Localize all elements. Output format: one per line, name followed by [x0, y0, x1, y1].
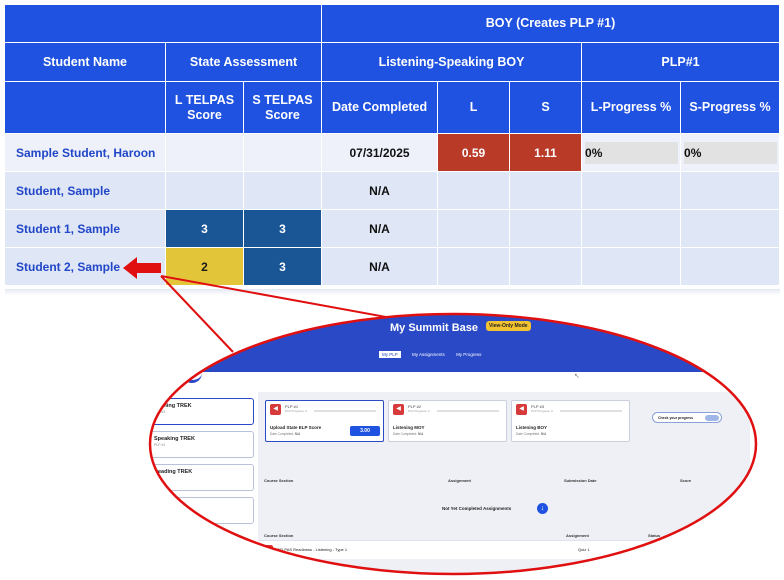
s-telpas-cell: 3	[244, 210, 323, 248]
student-progress-table: BOY (Creates PLP #1) Student Name State …	[5, 5, 781, 286]
tab-my-assignments[interactable]: My Assignments	[412, 352, 445, 357]
s-progress-cell: 0%	[681, 134, 781, 172]
date-completed-cell: 07/31/2025	[322, 134, 439, 172]
plp-progress-bar	[437, 410, 499, 412]
s-progress-value: 0%	[684, 141, 778, 164]
col-status: Status	[648, 533, 661, 538]
l-score-cell	[438, 172, 511, 210]
s-score-cell	[510, 248, 583, 286]
speaker-icon: ◀	[270, 404, 281, 415]
s-score-cell: 1.11	[510, 134, 583, 172]
s-telpas-cell	[244, 172, 323, 210]
s-progress-cell	[681, 210, 781, 248]
plp-progress-bar	[560, 410, 622, 412]
date-completed-cell: N/A	[322, 172, 439, 210]
status-badge	[648, 544, 662, 554]
l-telpas-cell	[166, 172, 244, 210]
header-state-assessment: State Assessment	[166, 43, 323, 82]
plp-progress-bar	[314, 410, 376, 412]
header-student-name: Student Name	[5, 43, 166, 82]
logo-ring-icon	[182, 372, 202, 383]
l-score-cell	[438, 248, 511, 286]
assignment-row[interactable]: ◀ TELPAS Readiness - Listening - Type 1 …	[258, 540, 750, 559]
tab-my-progress[interactable]: My Progress	[456, 352, 482, 357]
summit-title: My Summit Base	[390, 322, 479, 334]
header-l-progress: L-Progress %	[582, 82, 682, 134]
table-row: Student 2, Sample 2 3 N/A	[5, 248, 781, 286]
callout-line-right	[160, 275, 387, 318]
row-marker	[258, 544, 260, 556]
col-submission-date: Submission Date	[564, 478, 597, 483]
header-l: L	[438, 82, 511, 134]
col-course-section: Course Section	[264, 478, 294, 483]
student-name-link[interactable]: Student 1, Sample	[5, 210, 166, 248]
header-s: S	[510, 82, 583, 134]
table-scroll-fade	[5, 289, 780, 295]
summit-tabs: My PLP My Assignments My Progress	[379, 351, 491, 358]
s-score-cell	[510, 172, 583, 210]
date-completed-cell: N/A	[322, 248, 439, 286]
col-assignment-2: Assignment	[566, 533, 589, 538]
col-course-section-2: Course Section	[264, 533, 294, 538]
zoom-circle-outline	[148, 312, 758, 576]
s-score-cell	[510, 210, 583, 248]
check-progress-toggle[interactable]: Check your progress	[652, 412, 722, 423]
not-completed-label: Not Yet Completed Assignments	[442, 506, 512, 511]
header-date-completed: Date Completed	[322, 82, 439, 134]
speaker-icon: ◀	[264, 545, 273, 554]
date-completed-cell: N/A	[322, 210, 439, 248]
plp-card-1[interactable]: ◀ PLP #1 PLP Progress: 0 Upload State EL…	[265, 400, 384, 442]
plp-panel: ◀ PLP #1 PLP Progress: 0 Upload State EL…	[258, 392, 750, 574]
student-name-link[interactable]: Sample Student, Haroon	[5, 134, 166, 172]
toggle-switch-icon	[705, 415, 719, 421]
trek-item-writing[interactable]: EK	[150, 497, 254, 524]
header-blank	[5, 5, 323, 43]
red-arrow-icon	[123, 257, 161, 279]
header-listening-speaking-boy: Listening-Speaking BOY	[322, 43, 583, 82]
header-sub-blank	[5, 82, 166, 134]
elp-score-badge: 3.00	[350, 426, 380, 436]
s-progress-cell	[681, 248, 781, 286]
col-assignment: Assignment	[448, 478, 471, 483]
summit-header	[150, 314, 756, 372]
l-progress-cell	[582, 172, 682, 210]
mouse-cursor-icon: ↖	[574, 373, 580, 380]
l-score-cell	[438, 210, 511, 248]
l-progress-value: 0%	[585, 141, 679, 164]
view-only-badge: View-Only Mode	[486, 321, 531, 331]
l-progress-cell	[582, 210, 682, 248]
l-score-cell: 0.59	[438, 134, 511, 172]
s-telpas-cell	[244, 134, 323, 172]
l-telpas-cell	[166, 134, 244, 172]
plp-card-3[interactable]: ◀ PLP #3 PLP Progress: 0 Listening BOY D…	[511, 400, 630, 442]
table-row: Student, Sample N/A	[5, 172, 781, 210]
tab-my-plp[interactable]: My PLP	[379, 351, 401, 358]
l-telpas-cell: 3	[166, 210, 244, 248]
header-plp1: PLP#1	[582, 43, 781, 82]
col-score: Score	[680, 478, 692, 483]
table-row: Sample Student, Haroon 07/31/2025 0.59 1…	[5, 134, 781, 172]
callout-line-left	[160, 275, 234, 353]
s-telpas-cell: 3	[244, 248, 323, 286]
speaker-icon: ◀	[516, 404, 527, 415]
l-progress-cell: 0%	[582, 134, 682, 172]
header-s-progress: S-Progress %	[681, 82, 781, 134]
speaker-icon: ◀	[393, 404, 404, 415]
plp-card-2[interactable]: ◀ PLP #2 PLP Progress: 0 Listening MOY D…	[388, 400, 507, 442]
table-row: Student 1, Sample 3 3 N/A	[5, 210, 781, 248]
l-progress-cell	[582, 248, 682, 286]
header-boy: BOY (Creates PLP #1)	[322, 5, 781, 43]
s-progress-cell	[681, 172, 781, 210]
student-name-link[interactable]: Student, Sample	[5, 172, 166, 210]
student-summit-base-zoom: My Summit Base View-Only Mode My PLP My …	[150, 314, 756, 574]
expand-down-button[interactable]: ↓	[537, 503, 548, 514]
